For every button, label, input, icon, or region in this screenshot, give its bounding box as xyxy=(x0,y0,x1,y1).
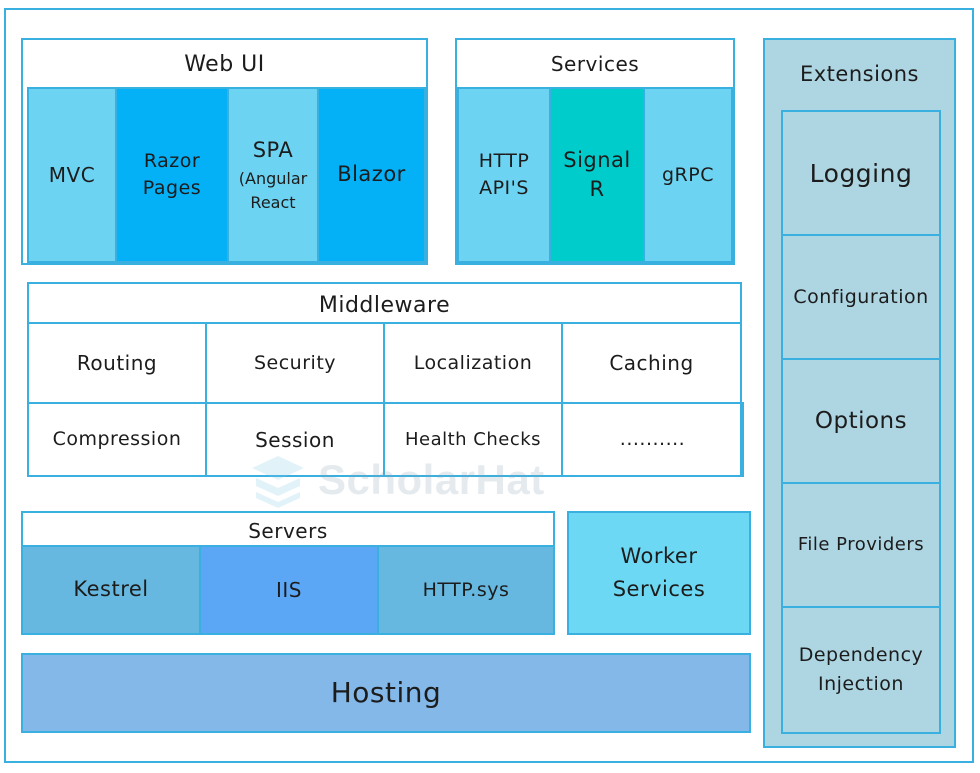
middleware-item-localization: Localization xyxy=(383,322,563,404)
middleware-item-session: Session xyxy=(205,402,385,477)
web-ui-item-label: SPA xyxy=(252,138,294,163)
extensions-item-label: Logging xyxy=(809,158,913,188)
middleware-item-label: Session xyxy=(255,427,335,452)
middleware-item-label: Caching xyxy=(609,351,694,375)
servers-item-kestrel: Kestrel xyxy=(21,545,201,635)
scholarhat-logo-icon xyxy=(252,456,304,508)
servers-item-label: Kestrel xyxy=(73,577,149,602)
hosting-bar: Hosting xyxy=(21,653,751,733)
services-item-label: HTTP xyxy=(478,150,530,173)
services-item-label: gRPC xyxy=(662,163,714,186)
servers-item-httpsys: HTTP.sys xyxy=(377,545,555,635)
extensions-item-logging: Logging xyxy=(781,110,941,236)
scholarhat-watermark: ScholarHat xyxy=(248,448,558,512)
services-item-grpc: gRPC xyxy=(643,87,733,263)
extensions-item-label: Injection xyxy=(818,673,904,695)
servers-item-label: IIS xyxy=(276,578,302,602)
extensions-item-label: Configuration xyxy=(793,285,929,308)
extensions-item-file-providers: File Providers xyxy=(781,482,941,608)
servers-item-iis: IIS xyxy=(199,545,379,635)
middleware-item-label: Compression xyxy=(52,428,182,451)
web-ui-item-mvc: MVC xyxy=(27,87,117,263)
middleware-item-more: .......... xyxy=(561,402,744,477)
extensions-item-label: Dependency xyxy=(798,643,924,666)
services-item-http-apis: HTTP API'S xyxy=(457,87,551,263)
outer-frame xyxy=(4,8,974,763)
services-item-label: API'S xyxy=(479,177,529,199)
web-ui-item-label: MVC xyxy=(48,163,96,187)
middleware-item-label: Health Checks xyxy=(404,428,542,450)
extensions-item-label: File Providers xyxy=(797,534,925,556)
middleware-item-label: Security xyxy=(253,351,337,374)
web-ui-item-label: Blazor xyxy=(337,162,406,187)
web-ui-item-label: React xyxy=(250,192,296,212)
extensions-item-configuration: Configuration xyxy=(781,234,941,360)
hosting-label: Hosting xyxy=(330,676,442,710)
services-item-label: R xyxy=(589,177,605,201)
web-ui-item-label: Razor xyxy=(143,150,201,173)
middleware-item-security: Security xyxy=(205,322,385,404)
web-ui-item-label: Pages xyxy=(142,177,202,199)
extensions-item-options: Options xyxy=(781,358,941,484)
extensions-panel: Extensions Logging Configuration Options… xyxy=(763,38,956,748)
web-ui-item-label: (Angular xyxy=(238,168,308,188)
extensions-item-label: Options xyxy=(814,407,908,434)
servers-item-label: HTTP.sys xyxy=(422,578,510,601)
extensions-title: Extensions xyxy=(799,62,920,86)
middleware-item-label: .......... xyxy=(619,428,686,451)
worker-services-label: Worker xyxy=(620,544,698,569)
web-ui-title: Web UI xyxy=(184,51,265,77)
middleware-item-label: Routing xyxy=(76,351,158,375)
servers-title: Servers xyxy=(248,519,328,543)
worker-services-label: Services xyxy=(612,577,706,601)
watermark-text: ScholarHat xyxy=(318,456,545,503)
middleware-item-compression: Compression xyxy=(27,402,207,477)
middleware-title: Middleware xyxy=(318,292,451,318)
middleware-item-label: Localization xyxy=(413,351,533,374)
web-ui-item-blazor: Blazor xyxy=(317,87,426,263)
middleware-item-caching: Caching xyxy=(561,322,742,404)
middleware-item-routing: Routing xyxy=(27,322,207,404)
services-title: Services xyxy=(550,52,640,76)
services-item-label: Signal xyxy=(563,147,631,172)
